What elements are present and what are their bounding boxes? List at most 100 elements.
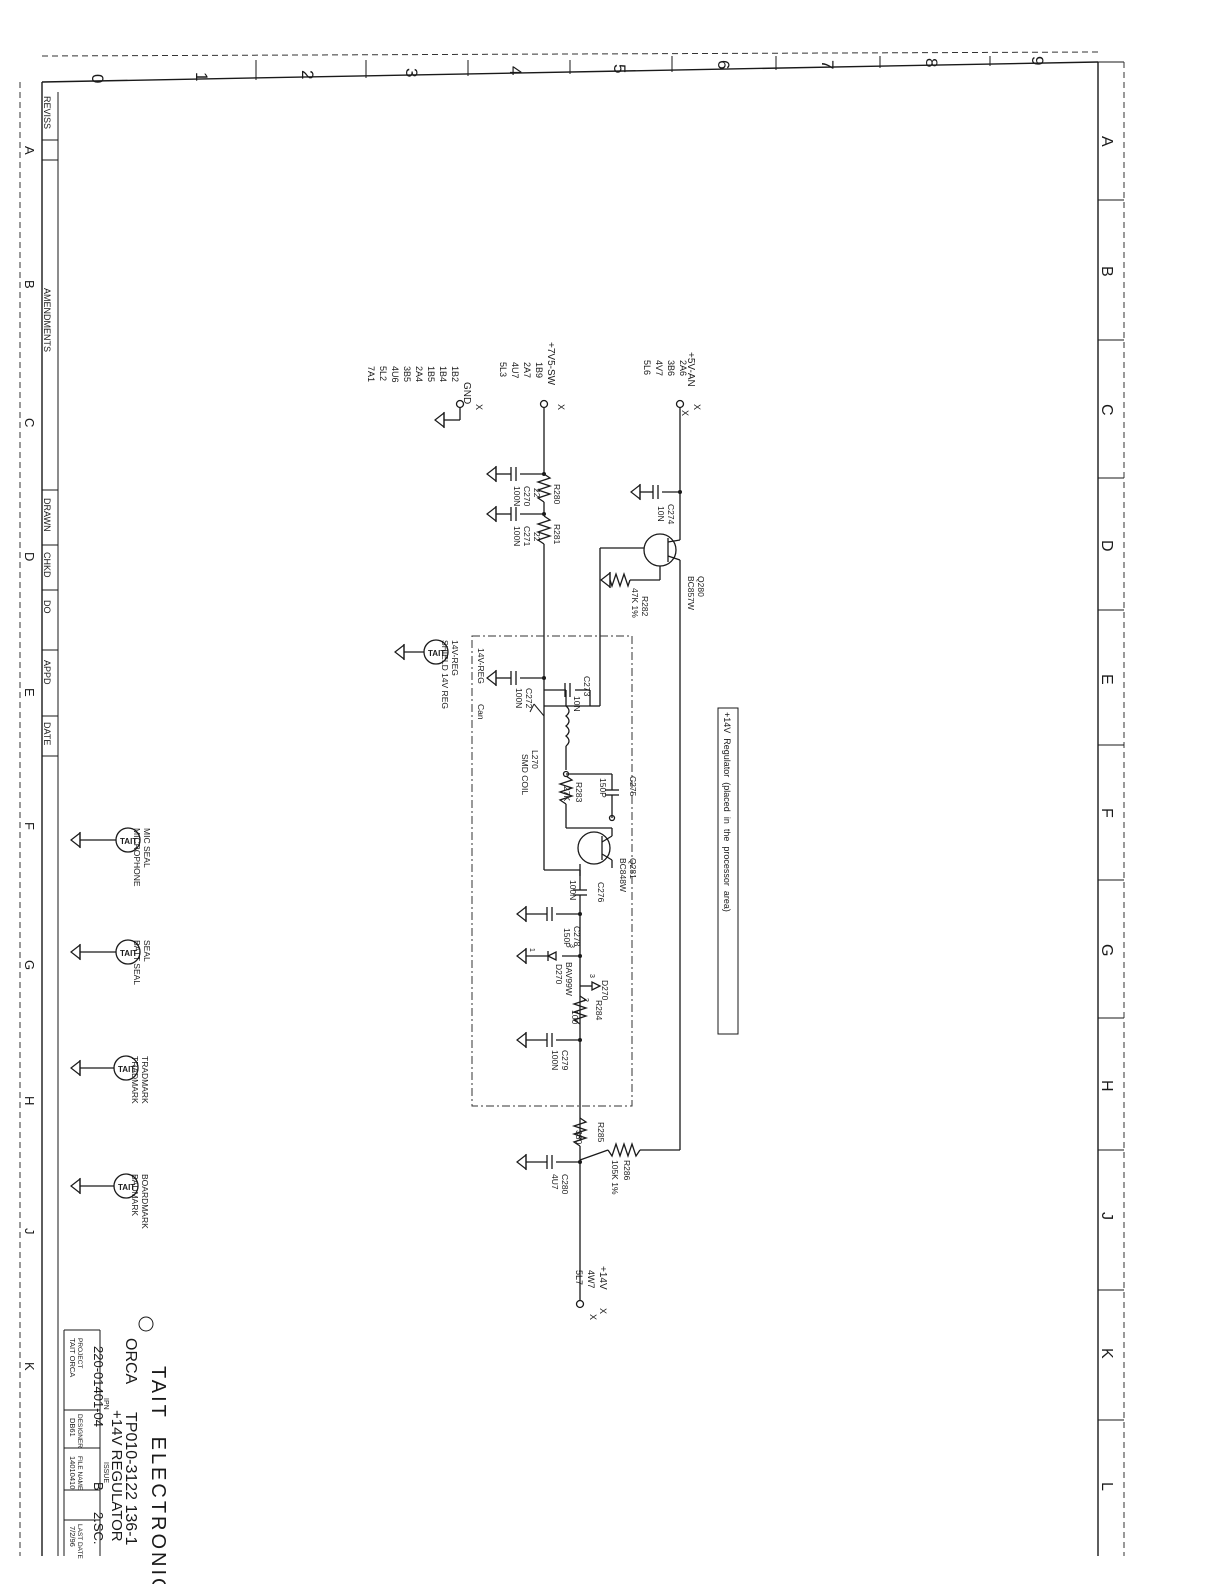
net-7v5-sw-ref-1: 1B9 [534,362,544,378]
seal-desc: MICROPHONE [132,828,142,887]
c274-value: 10N [656,506,666,522]
row-label-C: C [1098,404,1115,416]
revision-block: REVISS AMENDMENTS DRAWN CHKD DO APPD DAT… [22,92,59,1556]
seal-boardmark: TAIT BOARDMARK BADMARK [70,1173,150,1229]
x-mark: X [474,404,484,410]
rev-row-E: E [22,688,37,697]
c273-value: 10N [572,696,582,712]
r281-ref: R281 [552,524,562,545]
net-5v-an-ref-2: 3B6 [666,360,676,376]
net-gnd-ref-2: 1B4 [438,366,448,382]
designer-label: DESIGNER [76,1414,83,1448]
seal-mic: TAIT MIC SEAL MICROPHONE [70,827,152,887]
rev-row-A: A [22,146,37,155]
file-label: FILE NAME [76,1456,83,1491]
revision-header: REVISS [42,96,52,129]
l270-ref: L270 [530,750,540,769]
net-gnd-label: GND [461,382,472,404]
c270-value: 100N [512,486,522,506]
connector-7v5-sw [539,399,549,409]
drawing-frame [19,51,1125,1556]
pin-label: 3 [568,944,575,948]
rev-row-D: D [22,552,37,561]
r280-ref: R280 [552,484,562,505]
tait-logo-text: TAIT [118,1183,135,1192]
file-value: 14010410 [68,1456,77,1489]
column-label-9: 9 [1028,56,1047,65]
q280-transistor-symbol [643,533,677,567]
designer-value: DB61 [68,1418,77,1437]
r283-value: 27K [562,786,572,801]
row-label-F: F [1098,808,1115,818]
company-logo-icon [138,1316,154,1332]
q281-ref: Q281 [628,858,638,879]
seal-name: 14V-REG [450,640,460,676]
tait-logo-text: TAIT [428,649,445,658]
d270-diode-symbol [591,980,602,992]
pin-label: 2 [582,998,589,1002]
net-7v5-sw-ref-3: 4U7 [510,362,520,379]
c279-ref: C279 [560,1050,570,1071]
seal-shield: TAIT 14V-REG SHIELD 14V REG [394,639,460,709]
project-name: ORCA [122,1338,139,1385]
rev-row-J: J [22,1228,37,1235]
regulator-note: +14V Regulator (placed in the processor … [722,712,732,912]
r280-value: 22 [532,488,542,498]
x-mark: X [692,404,702,410]
r280-resistor-symbol [535,473,553,503]
c274-ref: C274 [666,504,676,525]
regulator-can-outline [471,635,633,1107]
regulator-note-box [717,707,739,1035]
checked-header: CHKD [42,552,52,578]
c273-ref: C273 [582,676,592,697]
net-14v-ref-2: 5L7 [574,1270,584,1285]
r282-ref: R282 [640,596,650,617]
seal-name: TRADMARK [140,1056,150,1104]
net-gnd-ref-1: 1B2 [450,366,460,382]
r284-value: 100 [570,1010,580,1024]
l270-value: SMD COIL [520,754,530,795]
c271-ref: C271 [522,526,532,547]
net-5v-an-label: +5V-AN [685,352,696,387]
r283-resistor-symbol [557,775,575,805]
row-label-G: G [1098,944,1115,956]
net-5v-an-ref-4: 5L6 [642,360,652,375]
net-14v-ref-1: 4W7 [586,1270,596,1289]
connector-14v [575,1299,585,1309]
net-7v5-sw-ref-4: 5L3 [498,362,508,377]
seal-trademark: TAIT TRADMARK TRADMARK [70,1055,150,1104]
net-gnd-ref-4: 2A4 [414,366,424,382]
c275-value: 150P [598,778,608,798]
tait-logo-text: TAIT [120,949,137,958]
rev-row-C: C [22,418,37,427]
q281-value: BC848W [618,858,628,892]
net-5v-an-ref-3: 4V7 [654,360,664,376]
company-name: TAIT ELECTRONICS [147,1366,169,1584]
issue-label: ISSUE [102,1462,109,1483]
r281-value: 22 [532,532,542,542]
c272-ref: C272 [524,688,534,709]
wiring [434,399,685,1309]
rev-row-K: K [22,1362,37,1371]
r283-ref: R283 [574,782,584,803]
net-7v5-sw-ref-2: 2A7 [522,362,532,378]
r285-value: 330 [574,1130,584,1144]
column-label-2: 2 [298,70,317,79]
d270-ref-top: D270 [600,980,610,1001]
column-labels: 0 1 2 3 4 5 6 7 8 9 [88,56,1047,83]
drawing-number: TP010-3122 136-1 [122,1412,139,1546]
seal-name: BOARDMARK [140,1174,150,1229]
r284-resistor-symbol [571,995,589,1025]
r282-resistor-symbol [609,571,631,589]
row-labels: A B C D E F G H J K L [1098,136,1115,1491]
c271-value: 100N [512,526,522,546]
net-gnd-ref-3: 1B5 [426,366,436,382]
seal-desc: SHIELD 14V REG [440,640,450,709]
r281-resistor-symbol [535,515,553,545]
c280-value: 4U7 [550,1174,560,1190]
date-header: DATE [42,722,52,745]
q280-ref: Q280 [696,576,706,597]
row-label-K: K [1098,1348,1115,1359]
project-value: TAIT ORCA [68,1338,77,1377]
